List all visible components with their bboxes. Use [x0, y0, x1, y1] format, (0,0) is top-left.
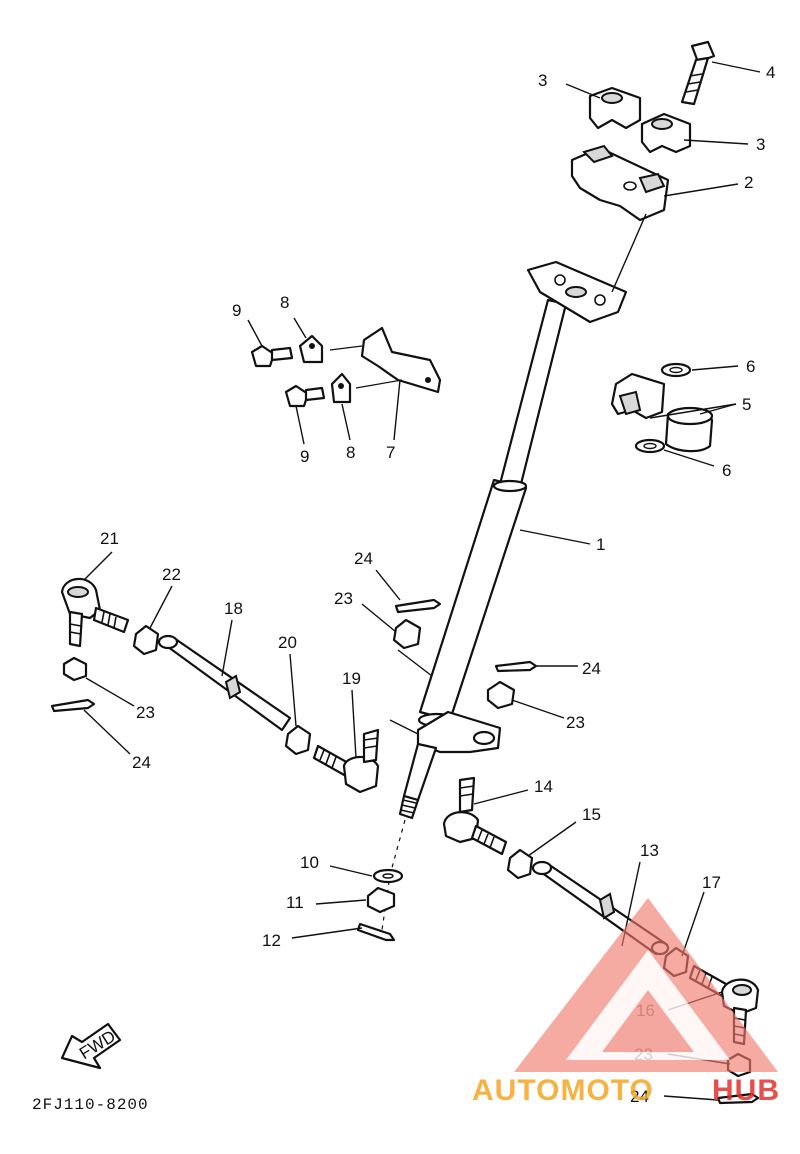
- callout-7: 7: [386, 443, 395, 462]
- callout-24a: 24: [354, 549, 373, 568]
- fwd-arrow: FWD: [60, 1022, 122, 1070]
- cotter-pin-right: [716, 1092, 760, 1105]
- callout-2: 2: [744, 173, 753, 192]
- tie-rod-end-left-inner: [312, 728, 380, 794]
- callout-6a: 6: [746, 357, 755, 376]
- bolt-upper: [250, 344, 294, 368]
- cotter-pin-12: [356, 922, 396, 942]
- bracket: [329, 326, 442, 394]
- tie-rod-end-left-outer: [60, 577, 130, 648]
- callout-13: 13: [640, 841, 659, 860]
- callout-20: 20: [278, 633, 297, 652]
- nut-11: [366, 886, 396, 914]
- callout-10: 10: [300, 853, 319, 872]
- watermark: AUTOMOTO HUB: [472, 898, 780, 1107]
- watermark-text-b: HUB: [712, 1074, 780, 1107]
- nut-22: [132, 624, 160, 656]
- lock-plate-lower: [330, 372, 352, 404]
- callout-1: 1: [596, 535, 605, 554]
- tie-rod-end-right-inner: [442, 776, 508, 856]
- callout-6b: 6: [722, 461, 731, 480]
- washer-upper: [660, 362, 692, 378]
- diagram-code: 2FJ110-8200: [32, 1096, 149, 1114]
- handlebar-holder: [570, 144, 670, 222]
- callout-4: 4: [766, 63, 775, 82]
- castle-nut-left: [62, 656, 88, 682]
- steering-shaft: [381, 260, 628, 931]
- holder-bolt: [680, 40, 716, 106]
- callout-labels: 1 2 3 3 4 5 6 6 7 8 8 9 9 10 11 12 13 14…: [100, 63, 775, 1106]
- cotter-pin-arm: [494, 660, 538, 673]
- cotter-pin-left: [50, 698, 96, 713]
- castle-nut-upper: [392, 618, 422, 650]
- callout-19: 19: [342, 669, 361, 688]
- castle-nut-arm: [486, 680, 516, 710]
- callout-8a: 8: [280, 293, 289, 312]
- cotter-pin-upper: [394, 598, 442, 614]
- watermark-text-a: AUTOMOTO: [472, 1074, 654, 1107]
- washer-lower: [634, 438, 666, 454]
- nut-15: [506, 848, 534, 880]
- callout-23a: 23: [334, 589, 353, 608]
- callout-15: 15: [582, 805, 601, 824]
- callout-22: 22: [162, 565, 181, 584]
- callout-3b: 3: [756, 135, 765, 154]
- washer-10: [372, 868, 404, 884]
- shaft-holder-bushing: [610, 372, 714, 453]
- callout-9a: 9: [232, 301, 241, 320]
- callout-17: 17: [702, 873, 721, 892]
- callout-12: 12: [262, 931, 281, 950]
- callout-8b: 8: [346, 443, 355, 462]
- callout-14: 14: [534, 777, 553, 796]
- callout-5: 5: [742, 395, 751, 414]
- callout-24d: 24: [630, 1087, 649, 1106]
- callout-24c: 24: [582, 659, 601, 678]
- callout-23c: 23: [566, 713, 585, 732]
- callout-24b: 24: [132, 753, 151, 772]
- callout-11: 11: [286, 893, 304, 912]
- callout-3a: 3: [538, 71, 547, 90]
- upper-holder-right: [640, 112, 692, 154]
- callout-23b: 23: [136, 703, 155, 722]
- bolt-lower: [284, 384, 326, 408]
- upper-holder-left: [588, 86, 642, 130]
- lock-plate-upper: [298, 334, 324, 364]
- callout-21: 21: [100, 529, 119, 548]
- nut-20: [284, 724, 312, 756]
- callout-18: 18: [224, 599, 243, 618]
- tie-rod-left: [157, 634, 292, 732]
- callout-9b: 9: [300, 447, 309, 466]
